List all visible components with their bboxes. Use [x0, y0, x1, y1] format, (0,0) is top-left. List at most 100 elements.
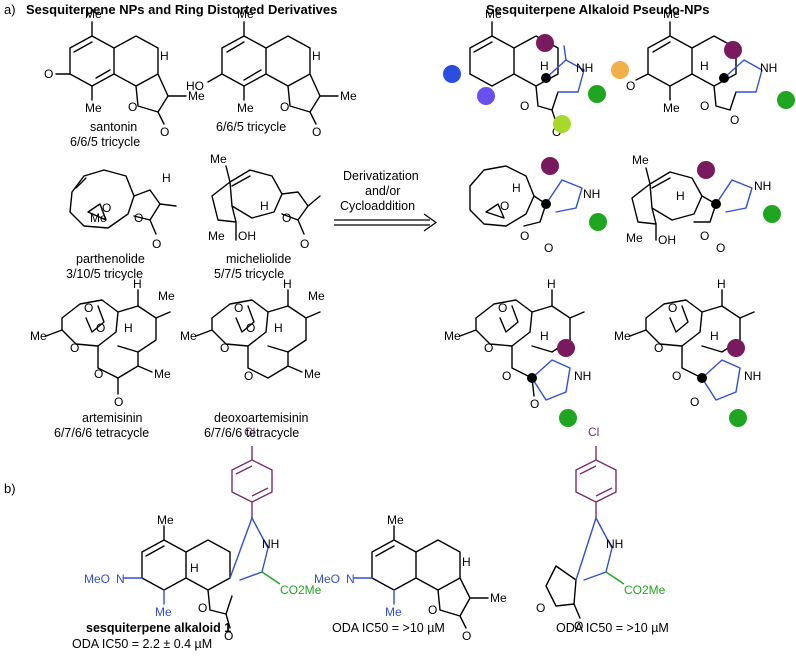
- deoxo-me-bottom: Me: [304, 367, 321, 381]
- ps2-nh: NH: [760, 61, 777, 75]
- artemisinin-o-3: O: [70, 341, 79, 355]
- cpd3-o-ring: O: [536, 601, 545, 615]
- compound-2-structure: [353, 525, 489, 629]
- santonin-me-right: Me: [188, 89, 205, 103]
- deoxo-h-mid: H: [274, 321, 283, 335]
- ps6-o-1: O: [668, 301, 677, 315]
- parthenolide-rings: 3/10/5 tricycle: [66, 267, 143, 281]
- ps2-me-top: Me: [663, 7, 680, 21]
- ps1-dot-lime: [553, 115, 571, 133]
- ps3-spiro-center: [541, 199, 551, 209]
- ps3-o-epoxide: O: [500, 199, 509, 213]
- cpd1-o-ring: O: [198, 601, 207, 615]
- ps3-dot-dark-purple: [541, 157, 559, 175]
- deoxo-o-1: O: [234, 301, 243, 315]
- artemisinin-name: artemisinin: [82, 411, 142, 425]
- ps4-dot-green: [763, 205, 781, 223]
- santonin-rings: 6/6/5 tricycle: [70, 135, 140, 149]
- deoxoartemisinin-structure: [195, 289, 321, 379]
- ps1-me: Me: [485, 7, 502, 21]
- ps5-nh: NH: [574, 369, 591, 383]
- santonin-o-ketone: O: [44, 67, 53, 81]
- ps2-spiro-center: [719, 73, 729, 83]
- artemisinin-o-ring: O: [94, 367, 103, 381]
- pseudo-np-parthenolide: [469, 165, 583, 227]
- panel-b-label: b): [4, 481, 16, 496]
- santonin-me-top: Me: [85, 7, 102, 21]
- micheliolide-structure: [211, 165, 321, 241]
- pseudo-np-santonin: [469, 21, 585, 123]
- cpd2-me-bottom: Me: [385, 605, 402, 619]
- ps4-h: H: [676, 189, 685, 203]
- cpd1-o-carbonyl: O: [224, 629, 233, 643]
- ps1-dot-green: [588, 85, 606, 103]
- artemisinin-o-1: O: [84, 301, 93, 315]
- artemisinin-h-top: H: [133, 277, 142, 291]
- compound-1-structure: [123, 446, 281, 629]
- parthenolide-h: H: [162, 171, 171, 185]
- cpd2-h: H: [462, 555, 471, 569]
- cpd2-meo: MeO: [314, 572, 340, 586]
- compound-3-structure: [545, 446, 625, 619]
- deoxo-me-left: Me: [180, 329, 197, 343]
- cpd1-cl: Cl: [244, 425, 255, 439]
- ps5-o-2: O: [484, 341, 493, 355]
- ps1-o-ring: O: [520, 99, 529, 113]
- cpd1-co2me: CO2Me: [280, 583, 322, 597]
- cpd1-name: sesquiterpene alkaloid 1: [86, 621, 231, 635]
- ps4-nh: NH: [754, 179, 771, 193]
- ps5-dot-dark-purple: [557, 339, 575, 357]
- parthenolide-o-ring: O: [134, 211, 143, 225]
- artemisinin-o-carbonyl: O: [114, 395, 123, 409]
- cpd2-n: N: [346, 572, 355, 586]
- transformation-arrow: [334, 213, 438, 232]
- cpd3-o-carbonyl: O: [574, 619, 583, 633]
- santonin-o-carbonyl: O: [160, 125, 169, 139]
- aromatic-h: H: [312, 49, 321, 63]
- ps2-o-carbonyl: O: [730, 113, 739, 127]
- ps6-spiro-center: [697, 373, 707, 383]
- ps4-me-top: Me: [632, 153, 649, 167]
- artemisinin-rings: 6/7/6/6 tetracycle: [54, 426, 149, 440]
- cpd1-activity: ODA IC50 = 2.2 ± 0.4 µM: [72, 637, 212, 651]
- ps6-dot-green: [729, 409, 747, 427]
- ps2-dot-orange: [611, 61, 629, 79]
- left-column-title: Sesquiterpene NPs and Ring Distorted Der…: [26, 2, 337, 17]
- ps4-spiro-center: [711, 199, 721, 209]
- ps5-dot-green: [559, 409, 577, 427]
- parthenolide-o-carbonyl: O: [152, 237, 161, 251]
- cpd3-activity: ODA IC50 = >10 µM: [556, 621, 669, 635]
- deoxoartemisinin-name: deoxoartemisinin: [214, 411, 309, 425]
- artemisinin-me-bottom: Me: [154, 367, 171, 381]
- micheliolide-rings: 5/7/5 tricycle: [214, 267, 284, 281]
- right-column-title: Sesquiterpene Alkaloid Pseudo-NPs: [486, 2, 709, 17]
- ps6-nh: NH: [744, 369, 761, 383]
- ps2-o-ether: O: [626, 79, 635, 93]
- aromatic-rings: 6/6/5 tricycle: [216, 120, 286, 134]
- deoxo-h-top: H: [283, 277, 292, 291]
- aromatic-o-carbonyl: O: [312, 125, 321, 139]
- ps4-me: Me: [626, 231, 643, 245]
- cpd2-activity: ODA IC50 = >10 µM: [332, 621, 445, 635]
- pseudo-np-artemisinin: [459, 289, 585, 401]
- ps2-h: H: [700, 59, 709, 73]
- micheliolide-me: Me: [208, 229, 225, 243]
- ps4-o-ring: O: [700, 229, 709, 243]
- aromatic-ho: HO: [186, 79, 204, 93]
- ps1-h: H: [540, 59, 549, 73]
- artemisinin-structure: [45, 289, 171, 395]
- cpd3-co2me: CO2Me: [624, 583, 666, 597]
- ps6-me: Me: [614, 329, 631, 343]
- cpd2-o-carbonyl: O: [462, 629, 471, 643]
- panel-a-label: a): [4, 2, 16, 17]
- cpd1-h: H: [190, 561, 199, 575]
- cpd2-o-ring: O: [428, 603, 437, 617]
- ps6-o-ring: O: [672, 369, 681, 383]
- ps2-me-bottom: Me: [663, 101, 680, 115]
- ps3-o-ring: O: [520, 229, 529, 243]
- ps3-dot-green: [589, 213, 607, 231]
- artemisinin-me-top: Me: [158, 289, 175, 303]
- aromatic-me-bottom: Me: [237, 101, 254, 115]
- ps6-dot-dark-purple: [727, 339, 745, 357]
